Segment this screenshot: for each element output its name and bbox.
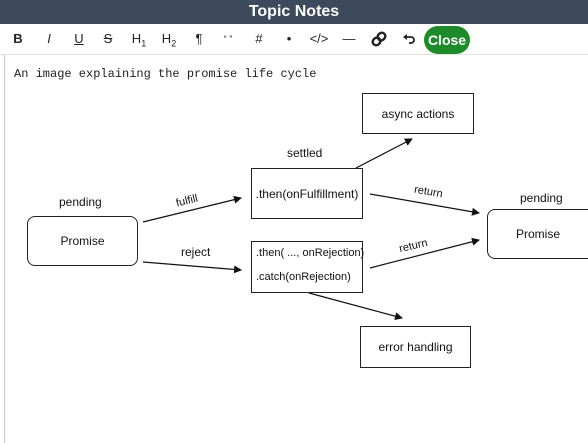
- paragraph-button[interactable]: ¶: [195, 31, 203, 46]
- heading2-button[interactable]: H2: [158, 24, 180, 54]
- heading1-level: 1: [141, 38, 147, 49]
- error-handling-arrow: [308, 292, 403, 321]
- heading2-level: 2: [171, 38, 177, 49]
- heading1-button[interactable]: H1: [128, 24, 150, 54]
- pending-label-right: pending: [520, 191, 563, 205]
- promise-box-left: Promise: [27, 216, 138, 266]
- promise-box-right: Promise: [487, 209, 588, 259]
- undo-icon[interactable]: [400, 24, 418, 54]
- close-button[interactable]: Close: [424, 26, 470, 54]
- then-catch-box: .then( ..., onRejection) .catch(onReject…: [251, 241, 365, 293]
- underline-button[interactable]: U: [74, 31, 84, 46]
- promise-box-right-label: Promise: [515, 227, 560, 241]
- reject-arrow: [142, 261, 242, 274]
- undo-icon-glyph: [403, 34, 415, 44]
- heading1-label: H: [131, 31, 142, 46]
- window-title: Topic Notes: [0, 0, 588, 24]
- heading2-label: H: [161, 31, 172, 46]
- bullet-list-button[interactable]: •: [286, 31, 292, 46]
- hash-button[interactable]: #: [255, 31, 263, 46]
- code-button[interactable]: </>: [309, 31, 329, 46]
- reject-label: reject: [181, 245, 211, 259]
- editor-toolbar: B I U S H1 H2 ¶ “ ” # • </> —: [0, 24, 588, 55]
- then-fulfillment-box: .then(onFulfillment): [251, 168, 363, 219]
- bold-button[interactable]: B: [13, 31, 23, 46]
- settled-label: settled: [287, 146, 323, 160]
- promise-box-left-label: Promise: [60, 234, 105, 248]
- italic-button[interactable]: I: [47, 31, 51, 46]
- async-actions-arrow: [355, 138, 413, 169]
- return-bottom-arrow: [369, 237, 480, 269]
- fulfill-arrow: [142, 195, 242, 223]
- quote-button[interactable]: “ ”: [223, 34, 233, 44]
- error-handling-box: error handling: [360, 326, 471, 368]
- link-icon-glyph: [371, 31, 387, 47]
- async-actions-box: async actions: [362, 93, 474, 134]
- then-rejection-label: .then( ..., onRejection): [256, 247, 365, 259]
- editor-left-border: [4, 55, 5, 443]
- pending-label-left: pending: [59, 195, 102, 209]
- link-icon[interactable]: [369, 24, 389, 54]
- error-handling-label: error handling: [378, 340, 453, 354]
- strikethrough-button[interactable]: S: [103, 31, 113, 46]
- horizontal-rule-button[interactable]: —: [342, 31, 356, 46]
- async-actions-label: async actions: [381, 106, 455, 121]
- note-text[interactable]: An image explaining the promise life cyc…: [14, 67, 317, 81]
- then-fulfillment-label: .then(onFulfillment): [255, 186, 359, 201]
- return-top-arrow: [369, 193, 480, 216]
- catch-rejection-label: .catch(onRejection): [256, 271, 351, 283]
